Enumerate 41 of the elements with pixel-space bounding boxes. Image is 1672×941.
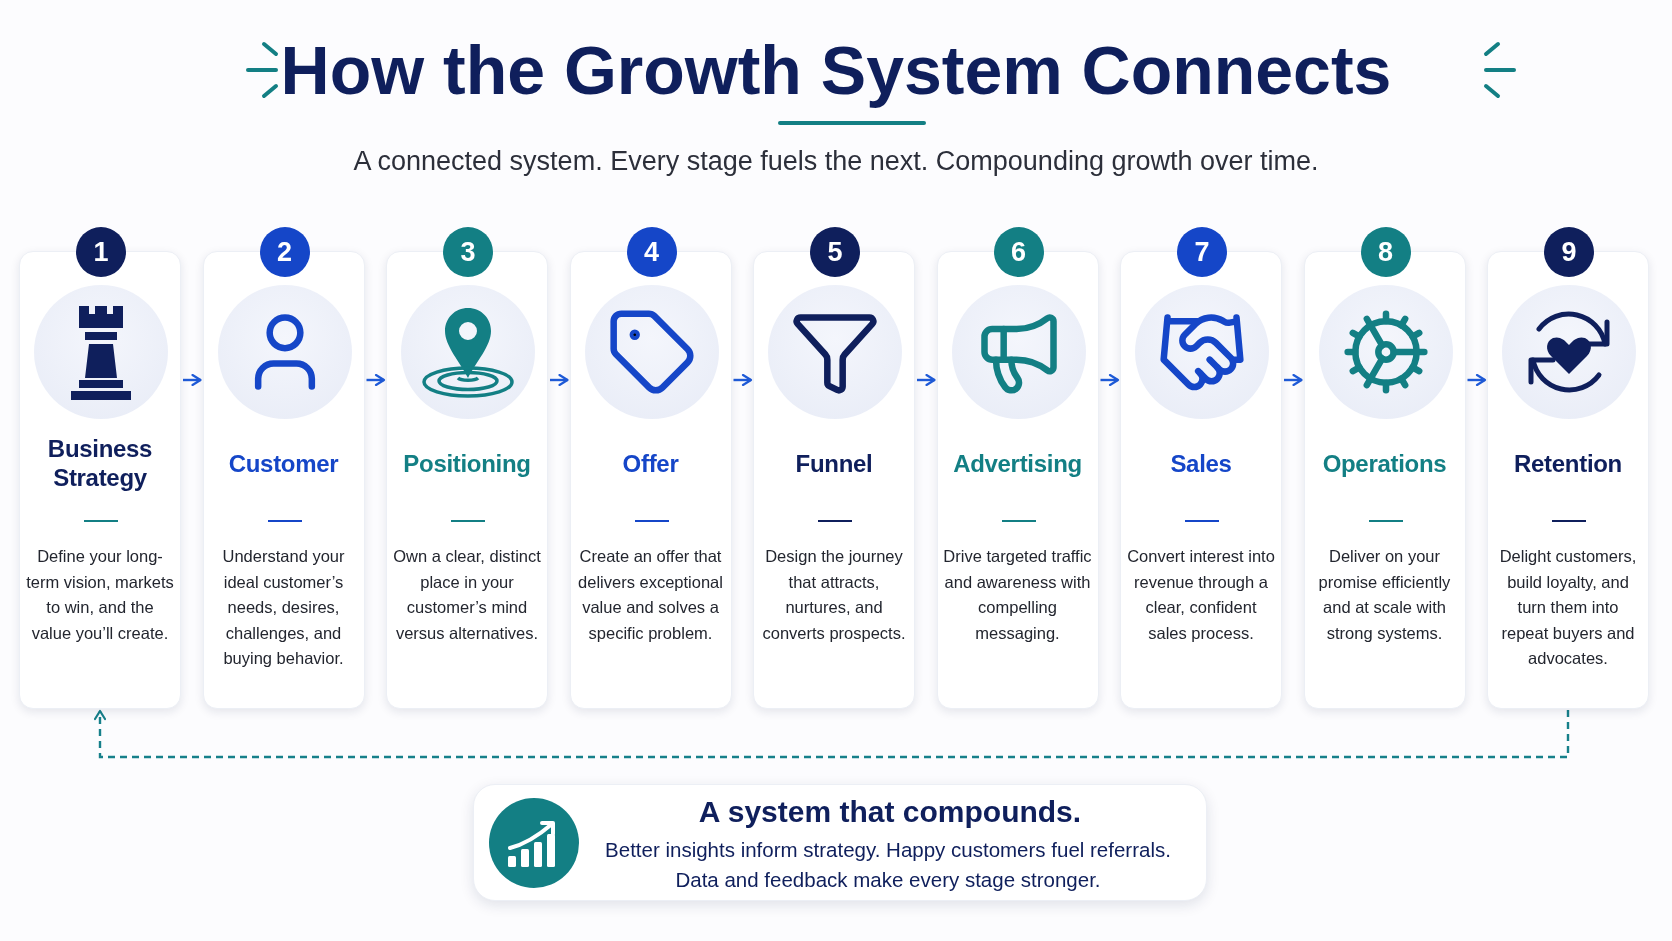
arrow [550, 373, 569, 387]
stage-title: Offer [622, 448, 679, 478]
arrow [366, 373, 386, 387]
stage-title: Operations [1322, 448, 1447, 478]
step-number: 6 [993, 227, 1044, 277]
stage-title: Business Strategy [46, 434, 154, 492]
stage-description: Define your long-term vision, markets to win, and the value you’ll create. [25, 546, 175, 644]
stage-description: Deliver on your promise efficiently and at scale with strong systems. [1317, 546, 1452, 644]
arrow [917, 373, 936, 387]
arrow [1100, 373, 1120, 387]
step-number: 2 [259, 227, 310, 277]
stage-title: Sales [1170, 448, 1232, 478]
subtitle: A connected system. Every stage fuels the next. Compounding growth over time. [353, 146, 1319, 176]
arrow [1467, 373, 1487, 387]
stage-description: Understand your ideal customer’s needs, desires, challenges, and buying behavior. [221, 546, 346, 670]
feedback-loop-arrow [93, 709, 1570, 759]
title: How the Growth System Connects [280, 31, 1392, 110]
arrow [183, 373, 202, 387]
step-number: 8 [1360, 227, 1411, 277]
stage-description: Delight customers, build loyalty, and turn them into repeat buyers and advocates. [1498, 546, 1638, 670]
step-number: 7 [1177, 227, 1227, 277]
stage-title: Customer [228, 448, 339, 478]
summary-text: Better insights inform strategy. Happy customers fuel referrals. Data and feedback make every stage stronger. [604, 837, 1172, 893]
stage-title: Retention [1514, 448, 1622, 478]
step-number: 4 [626, 227, 677, 277]
step-number: 9 [1544, 227, 1594, 277]
arrow [733, 373, 753, 387]
summary-heading: A system that compounds. [697, 795, 1083, 829]
stage-title: Advertising [953, 448, 1082, 478]
summary-box [473, 784, 1207, 901]
stage-title: Positioning [403, 448, 531, 478]
stage-description: Create an offer that delivers exceptional value and solves a specific problem. [577, 546, 724, 644]
stage-description: Drive targeted traffic and awareness with compelling messaging. [942, 546, 1093, 644]
stage-description: Design the journey that attracts, nurtures, and converts prospects. [761, 546, 907, 644]
step-number: 3 [443, 227, 493, 277]
stage-title: Funnel [795, 448, 873, 478]
arrow [1284, 373, 1303, 387]
stage-description: Own a clear, distinct place in your customer’s mind versus alternatives. [392, 546, 542, 644]
stage-description: Convert interest into revenue through a clear, confident sales process. [1126, 546, 1276, 644]
step-number: 5 [810, 227, 860, 277]
step-number: 1 [76, 227, 126, 277]
